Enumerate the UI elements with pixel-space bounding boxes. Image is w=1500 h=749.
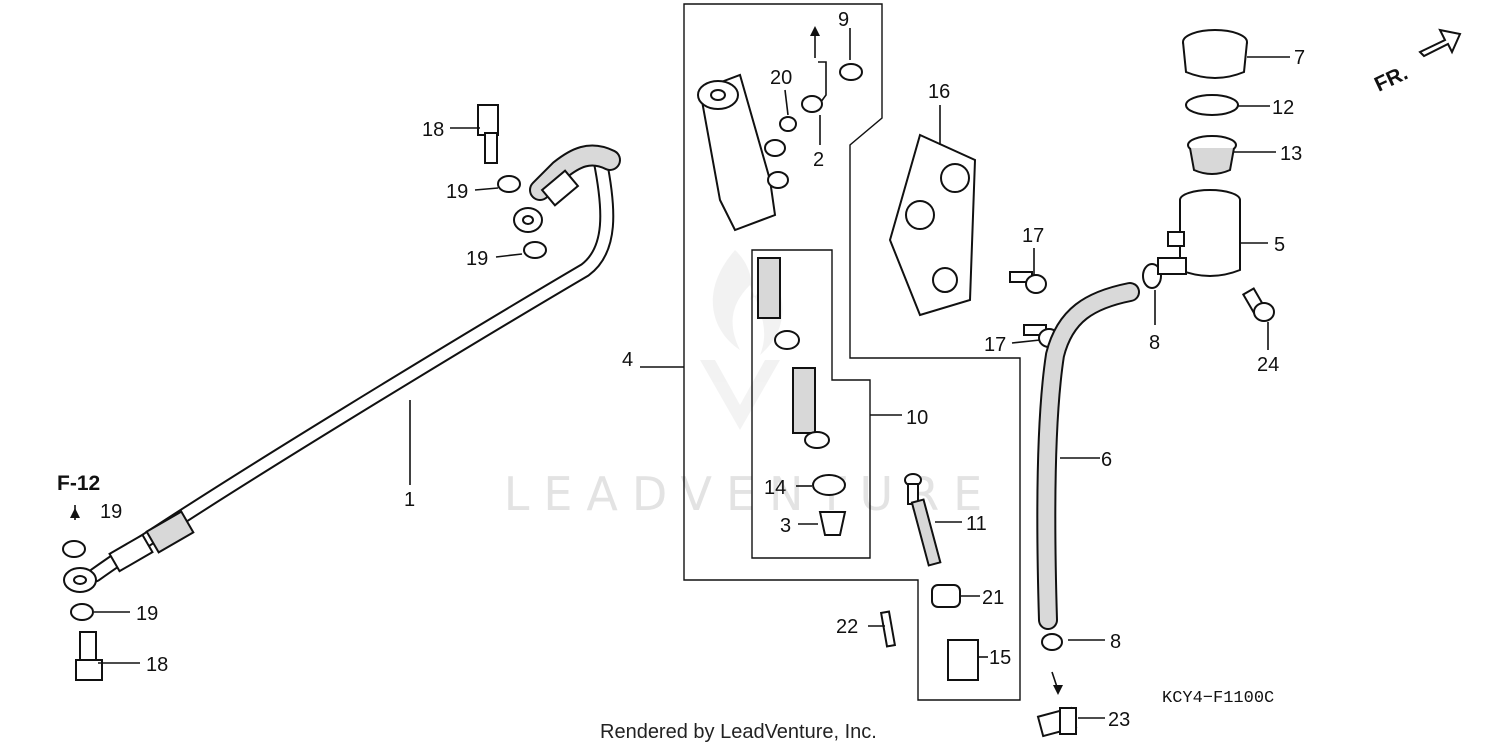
callout-19-b: 19 (466, 248, 488, 270)
callout-23: 23 (1108, 709, 1130, 731)
bracket-16 (888, 133, 977, 317)
assembly-4-outline (683, 3, 1021, 701)
callout-22: 22 (836, 616, 858, 638)
callout-20: 20 (770, 67, 792, 89)
banjo-bolt-18-top (477, 104, 499, 164)
washer-19-b (523, 241, 547, 259)
callout-17-bottom: 17 (984, 334, 1006, 356)
callout-14: 14 (764, 477, 786, 499)
cotter-pin-22 (879, 610, 897, 648)
callout-11: 11 (966, 513, 987, 535)
o-ring-20 (779, 116, 797, 132)
credit-line: Rendered by LeadVenture, Inc. (600, 721, 877, 743)
callout-21: 21 (982, 587, 1004, 609)
diaphragm-13 (1187, 135, 1237, 175)
master-cylinder-body (697, 73, 789, 232)
clip-8-top (1142, 263, 1162, 289)
brake-hose-1 (63, 144, 621, 593)
callout-8-top: 8 (1149, 332, 1160, 354)
washer-19-d (70, 603, 94, 621)
callout-10: 10 (906, 407, 928, 429)
callout-18-top: 18 (422, 119, 444, 141)
push-rod-11 (904, 473, 942, 567)
front-direction-label: FR. (1371, 61, 1411, 96)
callout-2: 2 (813, 149, 824, 171)
callout-16: 16 (928, 81, 950, 103)
boot-3 (818, 511, 847, 536)
nut-21 (931, 584, 961, 608)
banjo-bolt-18-bottom (75, 631, 103, 681)
front-direction-arrow: FR. (1371, 28, 1462, 97)
callout-17-top: 17 (1022, 225, 1044, 247)
callout-19-c: 19 (100, 501, 122, 523)
washer-19-c (62, 540, 86, 558)
bolt-17-top (1009, 271, 1047, 294)
joint-2 (801, 26, 827, 113)
callout-4: 4 (622, 349, 633, 371)
reservoir-5 (1157, 189, 1241, 277)
cup-14 (812, 474, 846, 496)
callout-3: 3 (780, 515, 791, 537)
reservoir-cap-7 (1182, 29, 1248, 79)
callout-15: 15 (989, 647, 1011, 669)
washer-19-a (497, 175, 521, 193)
callout-7: 7 (1294, 47, 1305, 69)
callout-19-d: 19 (136, 603, 158, 625)
bolt-24 (1241, 287, 1275, 322)
assembly-10-outline (751, 249, 871, 559)
plate-12 (1185, 94, 1239, 116)
callout-18-bottom: 18 (146, 654, 168, 676)
leader-lines (70, 28, 1290, 719)
callout-5: 5 (1274, 234, 1285, 256)
callout-19-a: 19 (446, 181, 468, 203)
diagram-code: KCY4−F1100C (1162, 689, 1274, 708)
callout-13: 13 (1280, 143, 1302, 165)
reservoir-hose-6 (1036, 282, 1140, 630)
clip-23 (1036, 706, 1078, 738)
callout-24: 24 (1257, 354, 1279, 376)
watermark-text: LEADVENTURE (504, 467, 997, 521)
callout-8-bottom: 8 (1110, 631, 1121, 653)
joint-15 (947, 639, 979, 681)
callout-9: 9 (838, 9, 849, 31)
callout-6: 6 (1101, 449, 1112, 471)
callout-12: 12 (1272, 97, 1294, 119)
o-ring-9 (839, 63, 863, 81)
callout-1: 1 (404, 489, 415, 511)
reference-label-f12: F-12 (57, 472, 100, 495)
clip-8-bottom (1041, 633, 1063, 651)
piston-set-10 (757, 257, 830, 449)
